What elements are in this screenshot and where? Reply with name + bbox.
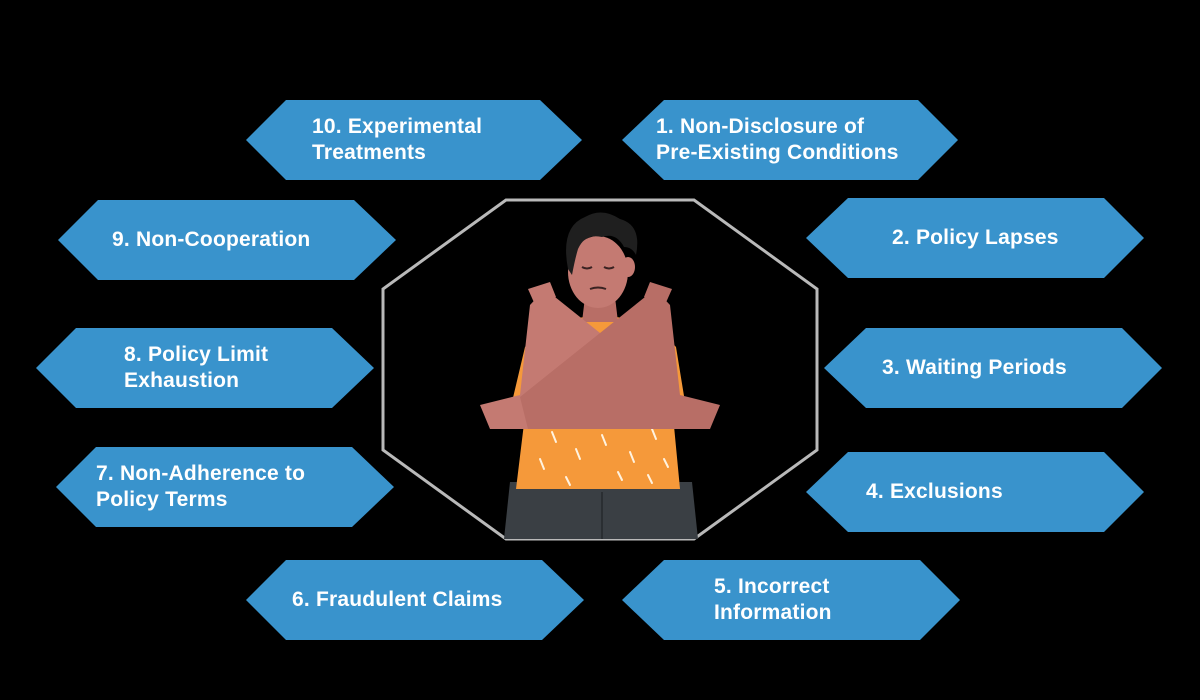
reason-8-label-line-1: 8. Policy Limit: [124, 343, 269, 367]
reason-8-label-line-2: Exhaustion: [124, 369, 240, 392]
reason-4-label: 4. Exclusions: [866, 480, 1003, 504]
reason-10-label-line-2: Treatments: [312, 141, 427, 164]
reason-5-label-line-1: 5. Incorrect: [714, 575, 830, 599]
person-crossing-arms-icon: [480, 212, 720, 539]
reason-1-label-line-1: 1. Non-Disclosure of: [656, 115, 865, 139]
reason-7-label-line-1: 7. Non-Adherence to: [96, 462, 306, 486]
reason-2-pill: 2. Policy Lapses: [806, 198, 1144, 278]
reason-9-pill: 9. Non-Cooperation: [58, 200, 396, 280]
reason-6-pill: 6. Fraudulent Claims: [246, 560, 584, 640]
reason-10-pill: 10. Experimental Treatments: [246, 100, 582, 180]
reason-3-pill: 3. Waiting Periods: [824, 328, 1162, 408]
reason-10-label-line-1: 10. Experimental: [312, 115, 483, 139]
reason-1-label-line-2: Pre-Existing Conditions: [656, 141, 899, 164]
reason-5-label-line-2: Information: [714, 601, 832, 624]
reason-2-label: 2. Policy Lapses: [892, 226, 1059, 250]
reason-3-label: 3. Waiting Periods: [882, 356, 1067, 380]
reason-1-pill: 1. Non-Disclosure of Pre-Existing Condit…: [622, 100, 958, 180]
reason-5-pill: 5. Incorrect Information: [622, 560, 960, 640]
center-illustration-frame: [380, 197, 820, 542]
reason-6-label: 6. Fraudulent Claims: [292, 588, 503, 612]
reason-4-pill: 4. Exclusions: [806, 452, 1144, 532]
reason-7-label-line-2: Policy Terms: [96, 488, 228, 511]
reason-7-pill: 7. Non-Adherence to Policy Terms: [56, 447, 394, 527]
reason-8-pill: 8. Policy Limit Exhaustion: [36, 328, 374, 408]
reason-9-label: 9. Non-Cooperation: [112, 228, 311, 252]
